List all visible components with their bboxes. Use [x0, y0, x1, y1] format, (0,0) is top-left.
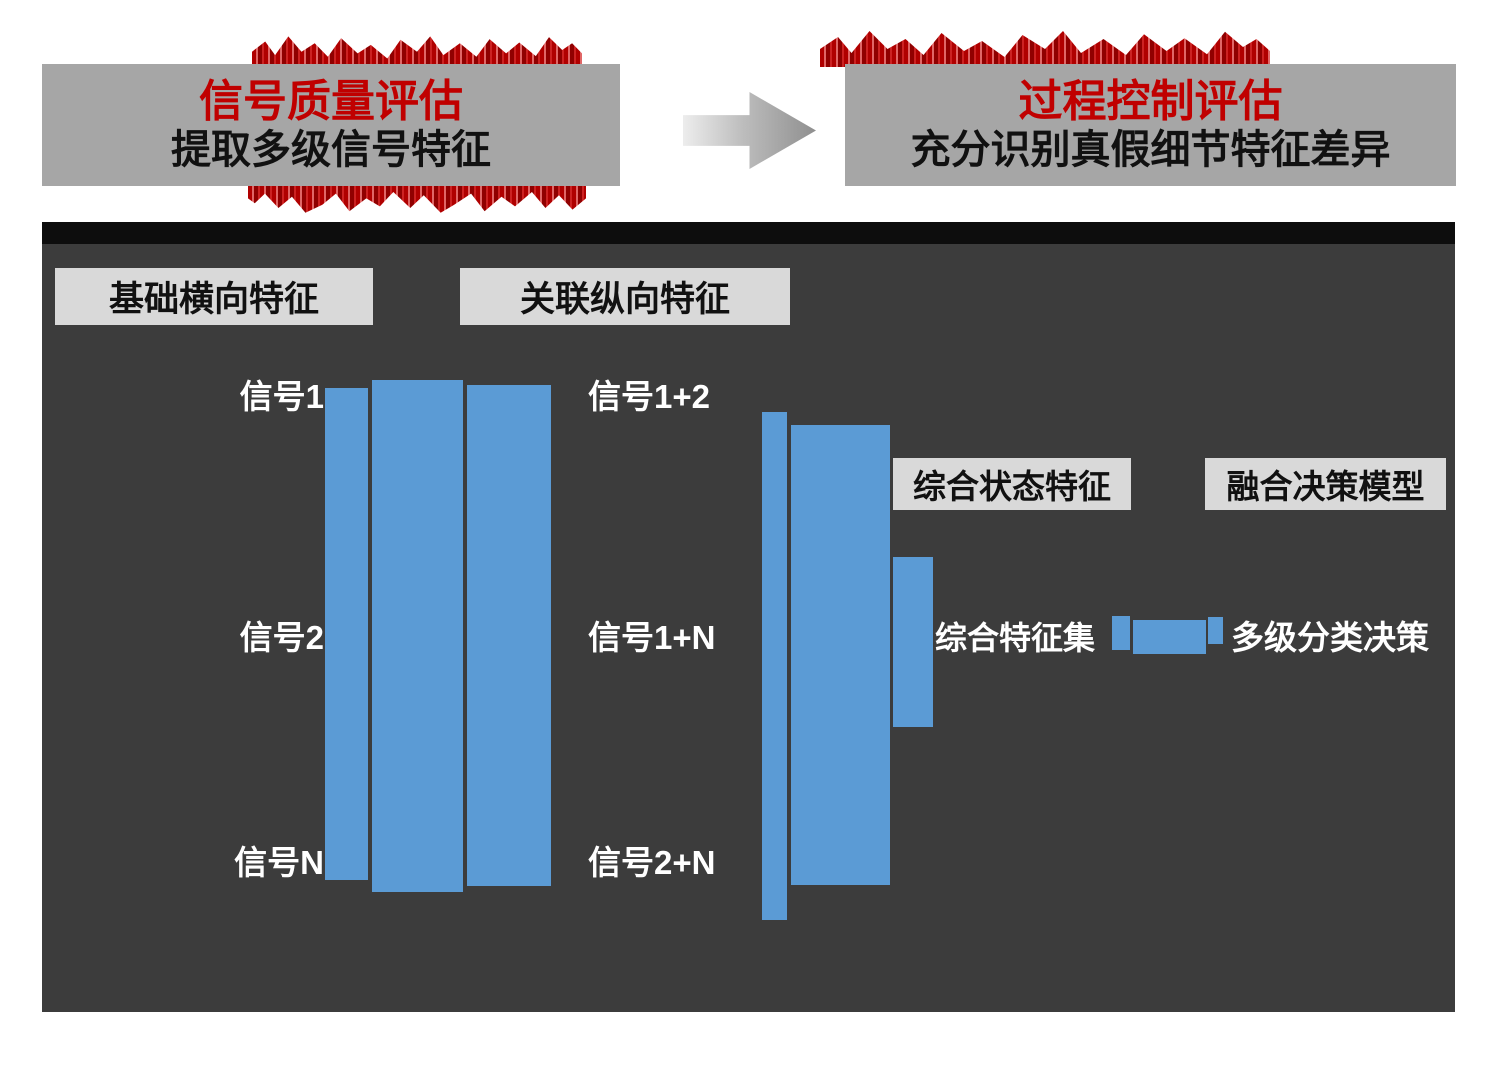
- multilevel-decision-label: 多级分类决策: [1231, 619, 1429, 656]
- left-banner-title: 信号质量评估: [199, 76, 463, 126]
- right-arrow-icon: [683, 92, 816, 169]
- signal-pair-label-1-n: 信号1+N: [588, 619, 716, 656]
- red-glitch-artifact-top-right: [820, 31, 1270, 67]
- red-glitch-artifact-top-left: [252, 36, 582, 67]
- signal-label-2: 信号2: [239, 619, 324, 656]
- left-banner: 信号质量评估 提取多级信号特征: [42, 64, 620, 186]
- right-banner: 过程控制评估 充分识别真假细节特征差异: [845, 64, 1456, 186]
- feature-bar-group2-2: [791, 425, 890, 885]
- signal-pair-label-1-2: 信号1+2: [588, 378, 710, 415]
- right-banner-subtitle: 充分识别真假细节特征差异: [910, 128, 1391, 173]
- panel-top-bar: [42, 222, 1455, 244]
- signal-pair-label-2-n: 信号2+N: [588, 844, 716, 881]
- decision-chain-block-2: [1133, 620, 1206, 654]
- left-banner-subtitle: 提取多级信号特征: [171, 128, 491, 173]
- signal-label-1: 信号1: [239, 378, 324, 415]
- decision-chain-block-3: [1208, 617, 1223, 644]
- diagram-panel: 基础横向特征 关联纵向特征 综合状态特征 融合决策模型 信号1 信号2 信号N …: [42, 222, 1455, 1012]
- label-composite-state-features: 综合状态特征: [893, 458, 1131, 510]
- right-banner-title: 过程控制评估: [1018, 76, 1283, 126]
- composite-feature-set-label: 综合特征集: [935, 620, 1096, 656]
- feature-bar-group2-3: [893, 557, 933, 727]
- feature-bar-group1-3: [467, 385, 551, 886]
- label-base-horizontal-features: 基础横向特征: [55, 268, 373, 325]
- label-fusion-decision-model: 融合决策模型: [1205, 458, 1446, 510]
- signal-label-n: 信号N: [234, 844, 324, 881]
- feature-bar-group1-2: [372, 380, 463, 892]
- label-related-vertical-features: 关联纵向特征: [460, 268, 790, 325]
- decision-chain-block-1: [1112, 616, 1130, 650]
- feature-bar-group1-1: [325, 388, 368, 880]
- feature-bar-group2-1: [762, 412, 787, 920]
- red-glitch-artifact-bottom-left: [248, 184, 586, 213]
